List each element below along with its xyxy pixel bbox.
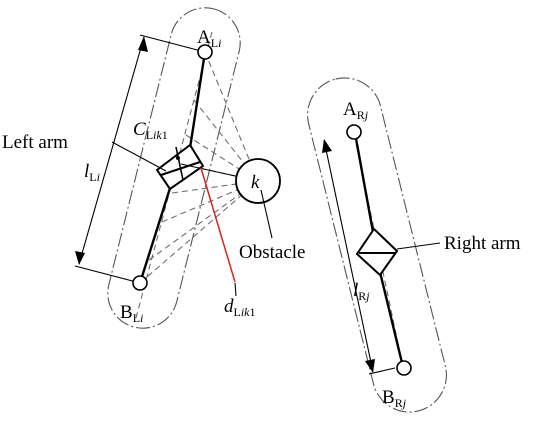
obstacle-point-label: k	[251, 172, 260, 193]
right-top-joint-circle	[346, 124, 362, 140]
left-arm-label: Left arm	[2, 132, 68, 153]
right-length-dimension-line	[323, 139, 374, 373]
obstacle-circle	[235, 158, 281, 204]
left-bottom-joint-circle	[132, 275, 148, 291]
left-length-extension-top	[139, 34, 206, 53]
obstacle-label: Obstacle	[239, 242, 305, 263]
left-top-joint-label: ALi	[197, 27, 221, 50]
distance-label: dLik1	[224, 296, 256, 319]
left-bottom-joint-label: BLi	[120, 302, 143, 325]
right-arm-upper-link	[353, 132, 375, 233]
left-length-extension-bottom	[74, 265, 141, 284]
left-length-label: lLi	[84, 161, 100, 184]
right-arm-lower-link	[378, 271, 405, 368]
left-length-arrow-top	[138, 36, 148, 52]
right-bottom-joint-label: BRj	[382, 387, 407, 410]
obstacle-leader-line	[260, 189, 273, 239]
left-nearest-point-label: CLik1	[133, 119, 168, 142]
left-length-arrow-bottom	[75, 251, 85, 265]
distance-line	[200, 167, 236, 283]
left-arm-upper-link	[188, 51, 207, 149]
right-bottom-joint-circle	[396, 360, 412, 376]
left-arm-lower-link	[138, 184, 173, 284]
left-arm-envelope	[107, 7, 241, 329]
right-arm-envelope	[307, 77, 447, 413]
left-top-joint-circle	[197, 44, 213, 60]
distance-leader-line	[234, 282, 237, 297]
right-length-label: lRj	[353, 280, 370, 303]
left-length-dimension-line	[78, 36, 145, 265]
right-top-joint-label: ARj	[343, 99, 369, 122]
right-arm-label: Right arm	[444, 233, 521, 254]
right-arm-prismatic-joint	[355, 227, 399, 277]
left-arm-leader-line	[111, 141, 167, 172]
right-length-arrow-top	[322, 139, 332, 153]
right-length-arrow-bottom	[365, 359, 375, 373]
right-length-extension-bottom	[368, 367, 396, 375]
right-arm-leader-line	[396, 242, 441, 250]
